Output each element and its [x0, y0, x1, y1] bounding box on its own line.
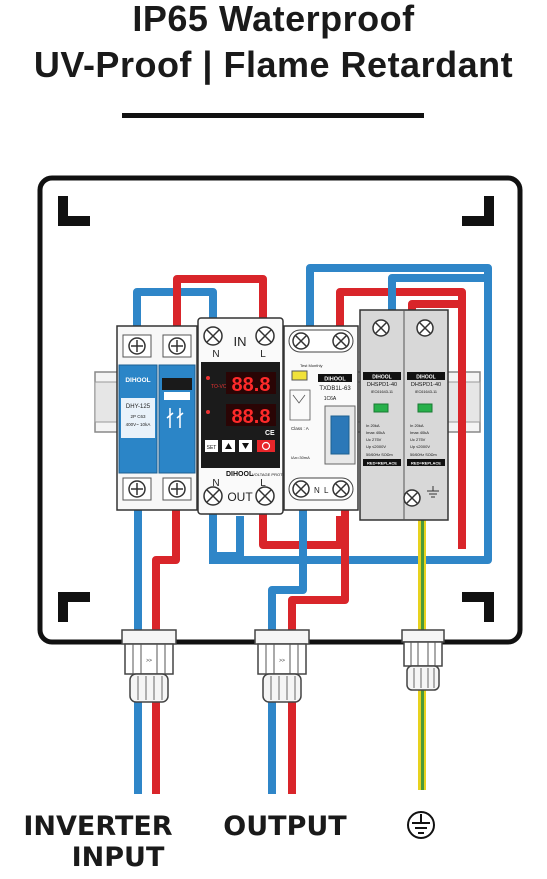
svg-text:>>: >> — [146, 658, 152, 664]
wire-neutral-vp-to-rcbo — [209, 264, 492, 564]
spd-module-2: DIHOOL DHSPD1-40 IEC61643-11 In 20kA Ima… — [407, 372, 445, 466]
spd1-status-indicator — [373, 403, 389, 413]
rcbo-toggle-switch[interactable] — [330, 415, 350, 455]
vp-led-top — [206, 376, 210, 380]
vp-subtitle: VOLTAGE PROTECTOR — [252, 472, 297, 477]
spd2-freq: 50/60Hz SOΩm — [410, 453, 437, 457]
rcbo-spec: IΔn=30mA — [291, 455, 310, 460]
rcbo-test-label: Test Monthly — [300, 363, 322, 368]
corner-brackets — [58, 196, 494, 622]
rcbo-test-button[interactable] — [291, 370, 308, 381]
rcbo-model: TXDB1L-63 — [319, 386, 351, 392]
vp-tovolt-label: TO-VOLT — [211, 384, 232, 390]
vp-terminal-l-top: L — [260, 349, 266, 360]
circuit-breaker: DIHOOL DHY-125 2P C63 400V~ 10kA — [116, 325, 198, 511]
breaker-brand: DIHOOL — [125, 377, 150, 384]
vp-brand: DIHOOL — [226, 471, 254, 478]
spd2-brand: DIHOOL — [416, 375, 435, 381]
spd1-freq: 50/60Hz SOΩm — [366, 453, 393, 457]
spd1-brand: DIHOOL — [372, 375, 391, 381]
label-inverter-line2: INPUT — [71, 842, 165, 873]
spd2-uc: Uc 275V — [410, 437, 426, 442]
vp-set-label: SET — [207, 445, 217, 451]
surge-protector-block — [359, 309, 449, 521]
spd1-up: Up ≤2000V — [366, 444, 386, 449]
spd2-status-indicator — [417, 403, 433, 413]
wire-neutral-output — [268, 501, 307, 794]
spd2-imax: Imax 40kA — [410, 430, 429, 435]
vp-terminal-l-bottom: L — [260, 478, 266, 489]
spd-module-1: DIHOOL DHSPD1-40 IEC61643-11 In 20kA Ima… — [363, 372, 401, 466]
label-inverter-line1: INVERTER — [23, 811, 173, 842]
cable-gland-earth — [401, 629, 445, 691]
spd1-cert: IEC61643-11 — [371, 390, 393, 394]
label-inverter: INVERTER INPUT — [18, 811, 178, 873]
vp-terminal-out: OUT — [227, 490, 253, 504]
spd2-model: DHSPD1-40 — [411, 382, 441, 388]
headline-uv-flame: UV-Proof | Flame Retardant — [33, 44, 514, 85]
vp-led-bottom — [206, 410, 210, 414]
rcbo-rating: 1C6A — [324, 396, 337, 402]
spd-earth-icon — [427, 486, 439, 498]
breaker-model: DHY-125 — [126, 404, 151, 410]
label-output: OUTPUT — [223, 811, 347, 842]
ce-mark-icon: CE — [265, 430, 275, 437]
spd2-cert: IEC61643-11 — [415, 390, 437, 394]
vp-terminal-n-bottom: N — [212, 478, 219, 489]
cable-gland-inverter: >> — [121, 629, 177, 703]
cable-gland-output: >> — [254, 629, 310, 703]
spd2-status: RED=REPLACE — [411, 461, 441, 466]
spd1-uc: Uc 275V — [366, 437, 382, 442]
down-arrow-icon — [242, 443, 249, 449]
divider-rule — [122, 113, 424, 118]
breaker-spec1: 2P C63 — [131, 414, 146, 419]
wire-live-breaker-to-vp — [173, 275, 267, 334]
svg-text:>>: >> — [279, 658, 285, 664]
spd1-status: RED=REPLACE — [367, 461, 397, 466]
up-arrow-icon — [225, 443, 232, 449]
vp-power-button[interactable] — [257, 440, 275, 452]
vp-terminal-in: IN — [234, 334, 247, 349]
power-icon — [261, 441, 271, 451]
wire-live-output — [288, 501, 349, 794]
vp-display-top: 88.8 — [232, 374, 271, 396]
headline-waterproof: IP65 Waterproof — [132, 0, 415, 39]
vp-display-bottom: 88.8 — [232, 406, 271, 428]
wires — [133, 264, 492, 794]
ground-symbol-icon — [407, 811, 435, 839]
voltage-protector: N IN L TO-VOLT 88.8 88.8 SET CE DIHOOL V… — [197, 317, 297, 515]
vp-set-button[interactable] — [205, 440, 218, 452]
rcbo-terminal-n: N — [314, 486, 320, 495]
rcbo-terminal-l: L — [324, 486, 329, 495]
spd1-imax: Imax 40kA — [366, 430, 385, 435]
rcbo-device: Test Monthly DIHOOL TXDB1L-63 1C6A Class… — [283, 325, 359, 511]
rcbo-class: Class : A — [291, 426, 309, 431]
vp-terminal-n-top: N — [212, 349, 219, 360]
spd1-model: DHSPD1-40 — [367, 382, 397, 388]
spd2-in: In 20kA — [410, 423, 424, 428]
spd2-up: Up ≤2000V — [410, 444, 430, 449]
wire-live-inverter — [152, 501, 180, 794]
breaker-spec2: 400V~ 10kA — [126, 422, 151, 427]
spd1-in: In 20kA — [366, 423, 380, 428]
rcbo-brand: DIHOOL — [324, 377, 346, 383]
